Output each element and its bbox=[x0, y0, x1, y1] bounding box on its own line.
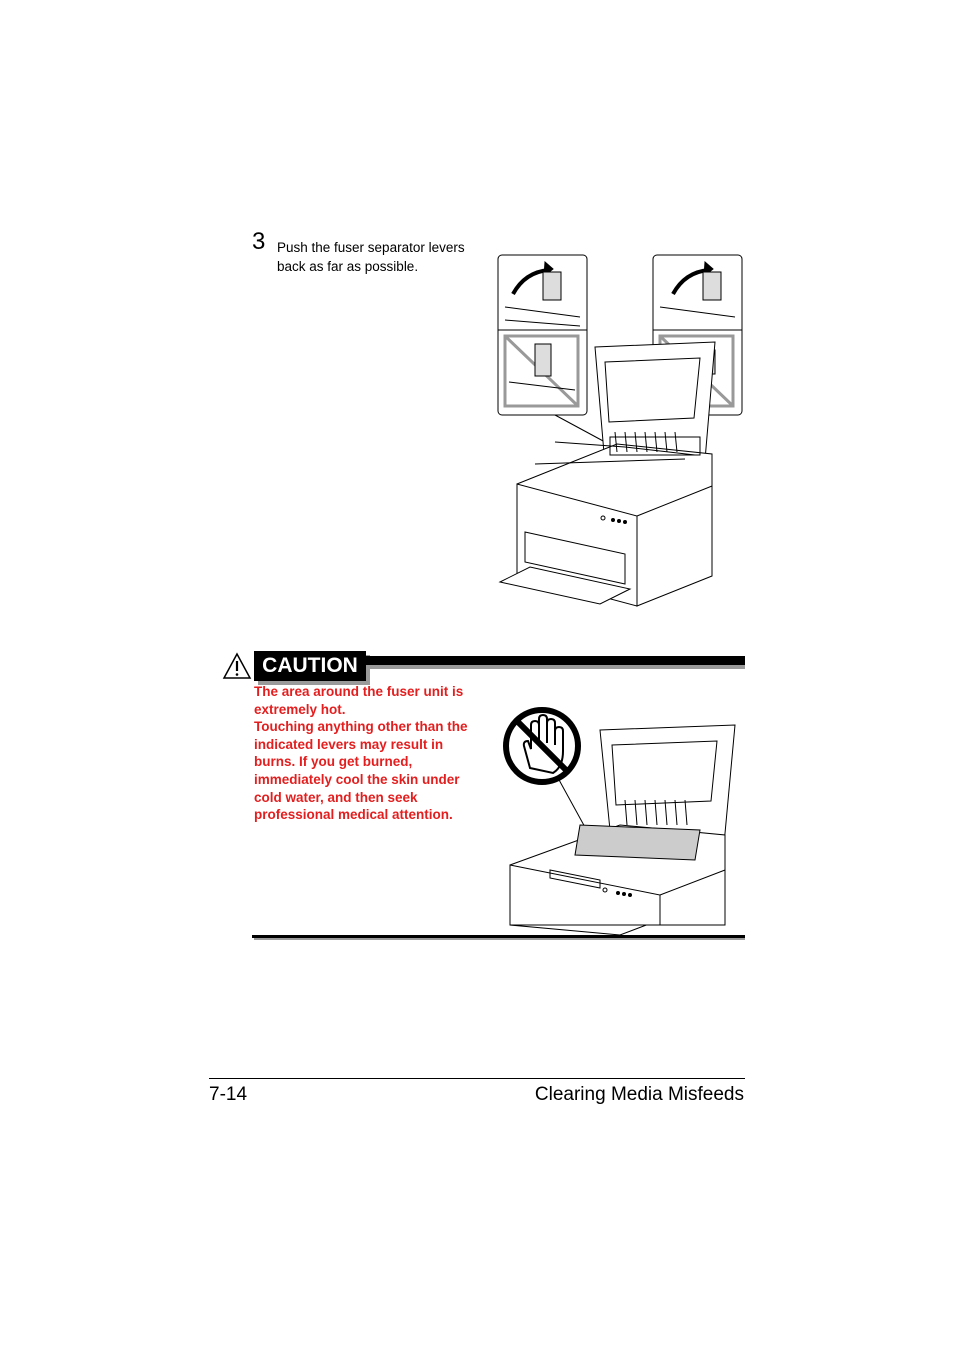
fuser-lever-illustration bbox=[497, 254, 743, 607]
caution-rule bbox=[366, 656, 745, 665]
caution-rule-shadow bbox=[368, 665, 745, 669]
caution-end-rule bbox=[252, 935, 745, 938]
step-number: 3 bbox=[252, 228, 266, 255]
section-title: Clearing Media Misfeeds bbox=[534, 1084, 744, 1105]
no-touch-hand-icon bbox=[503, 707, 581, 785]
step-instruction: Push the fuser separator levers back as … bbox=[277, 240, 465, 274]
page-number: 7-14 bbox=[209, 1084, 248, 1105]
no-touch-illustration bbox=[503, 707, 736, 936]
footer-rule bbox=[209, 1078, 745, 1079]
caution-message: The area around the fuser unit is extrem… bbox=[254, 684, 468, 823]
caution-end-rule-shadow bbox=[254, 938, 745, 940]
caution-badge: CAUTION bbox=[254, 651, 366, 681]
warning-triangle-icon bbox=[222, 652, 252, 679]
